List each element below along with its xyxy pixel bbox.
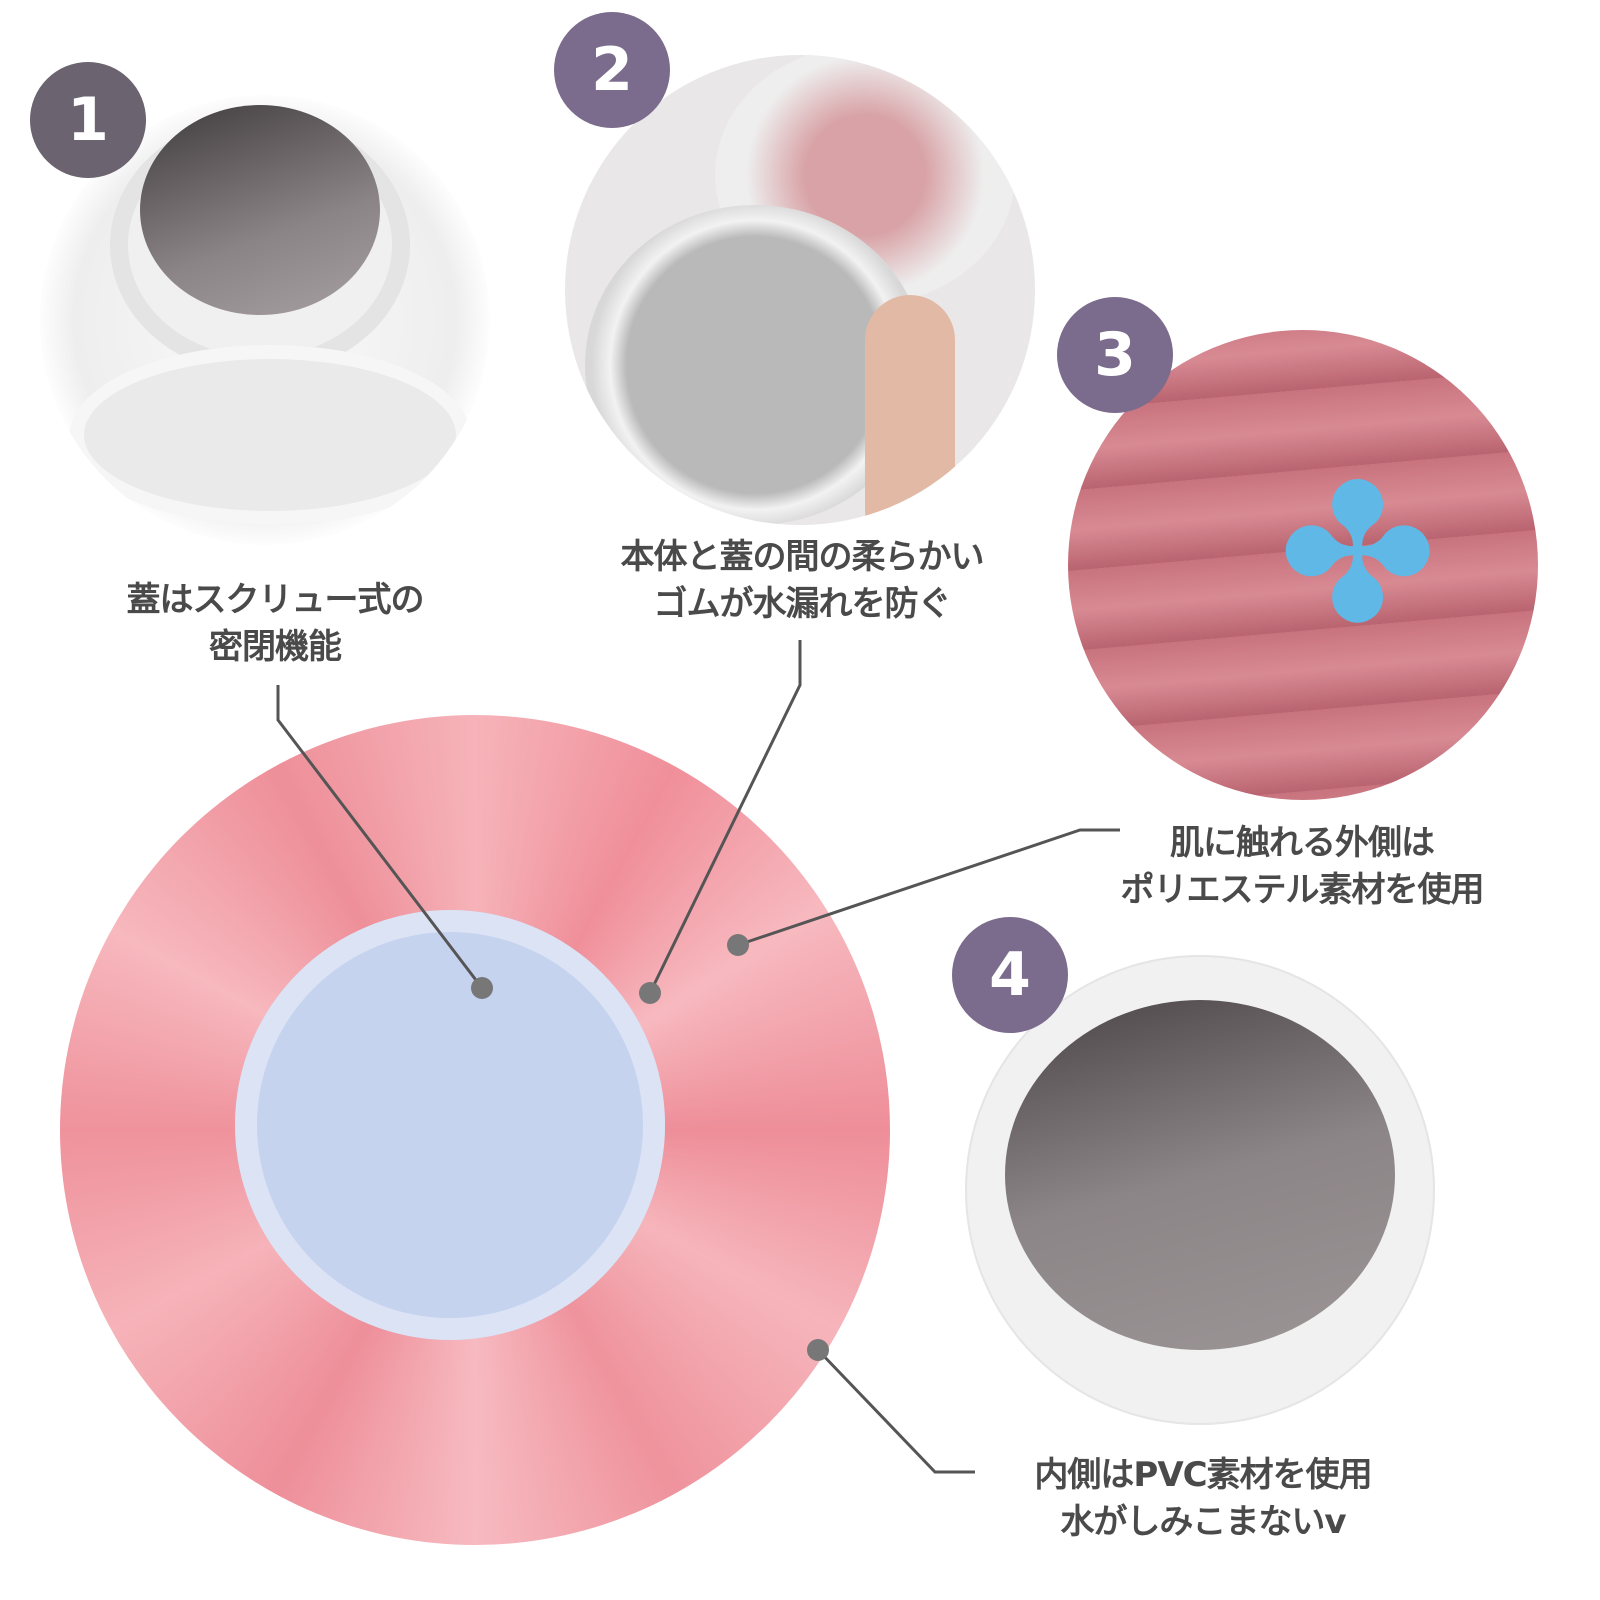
caption-line: 内側はPVC素材を使用 [1034,1455,1372,1495]
marker-dot [727,934,749,956]
photo-rubber-seal [565,55,1035,525]
caption-line: 肌に触れる外側は [1170,823,1435,863]
ice-bag-photo [60,715,890,1545]
photo-polyester-fabric: ✤ [1068,330,1538,800]
step-badge-3: 3 [1057,297,1173,413]
ice-bag-lid [235,910,665,1340]
step-badge-4: 4 [952,917,1068,1033]
leader-line-rubber-seal [648,640,802,994]
flower-pattern: ✤ [1278,444,1438,665]
caption-line: 本体と蓋の間の柔らかい [620,537,985,577]
marker-dot [807,1339,829,1361]
caption-line: ゴムが水漏れを防ぐ [653,584,952,624]
leader-line-screw-lid [276,685,484,989]
lid-base [70,345,470,525]
step-badge-1: 1 [30,62,146,178]
leader-line-polyester [737,828,1120,947]
pvc-opening [1005,1000,1395,1350]
marker-dot [639,982,661,1004]
leader-line-pvc [816,1348,975,1474]
caption-screw-lid: 蓋はスクリュー式の 密閉機能 [126,577,425,671]
caption-polyester: 肌に触れる外側は ポリエステル素材を使用 [1120,820,1485,914]
caption-pvc: 内側はPVC素材を使用 水がしみこまないv [1034,1452,1372,1546]
caption-line: ポリエステル素材を使用 [1120,870,1485,910]
caption-line: 密閉機能 [209,627,342,667]
lid-opening [140,105,380,315]
caption-line: 蓋はスクリュー式の [126,580,425,620]
finger [865,295,955,525]
photo-screw-lid [40,95,490,545]
caption-rubber-seal: 本体と蓋の間の柔らかい ゴムが水漏れを防ぐ [620,534,985,628]
photo-pvc-inner [965,955,1435,1425]
marker-dot [471,977,493,999]
caption-line: 水がしみこまないv [1060,1502,1346,1542]
step-badge-2: 2 [554,12,670,128]
